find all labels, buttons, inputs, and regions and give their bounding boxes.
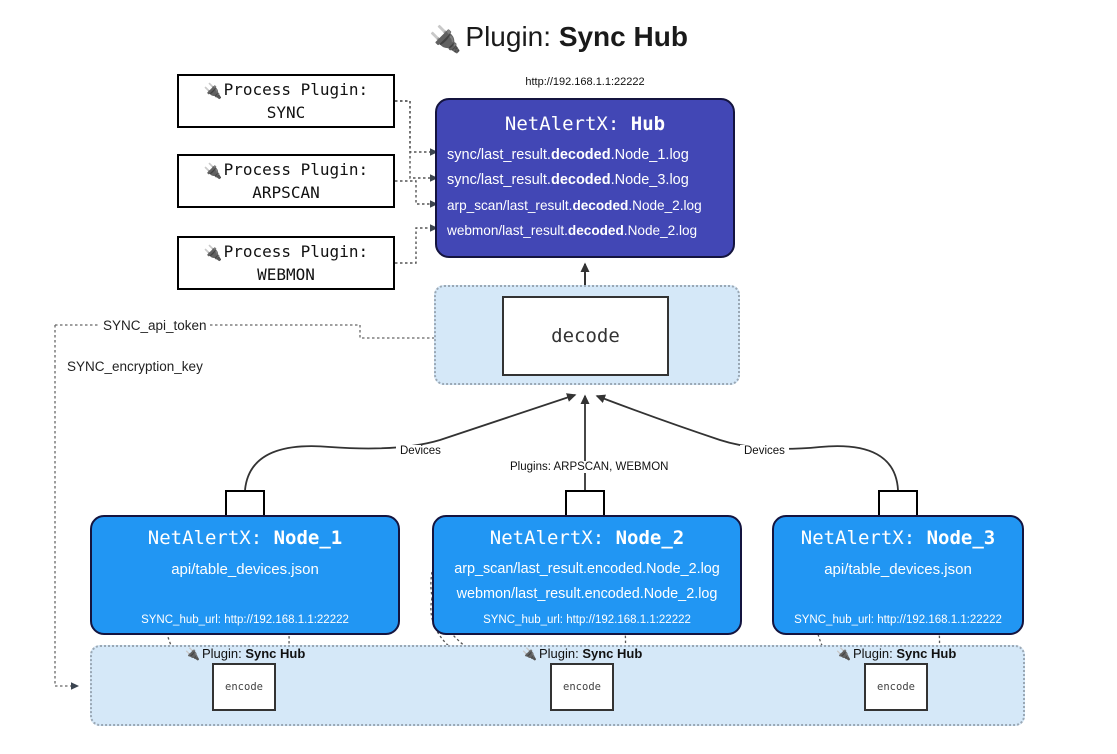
node-file-line: api/table_devices.json bbox=[171, 561, 319, 578]
page-title: 🔌Plugin: Sync Hub bbox=[0, 16, 1117, 60]
node-box-node-3[interactable]: NetAlertX: Node_3 api/table_devices.json… bbox=[772, 515, 1024, 635]
hub-log-pre: sync/last_result. bbox=[447, 147, 551, 163]
hub-log-line: webmon/last_result.decoded.Node_2.log bbox=[447, 218, 733, 243]
node-title-prefix: NetAlertX: bbox=[800, 527, 927, 549]
hub-log-post: .Node_1.log bbox=[610, 147, 689, 163]
process-plugin-webmon-line1: Process Plugin: bbox=[223, 241, 369, 261]
plug-icon: 🔌 bbox=[203, 243, 223, 262]
process-plugin-sync-line1: Process Plugin: bbox=[223, 79, 369, 99]
process-plugin-arpscan[interactable]: 🔌Process Plugin: ARPSCAN bbox=[177, 154, 395, 208]
plug-icon: 🔌 bbox=[522, 647, 537, 661]
process-plugin-webmon[interactable]: 🔌Process Plugin: WEBMON bbox=[177, 236, 395, 290]
node-file-line: webmon/last_result.encoded.Node_2.log bbox=[456, 586, 718, 602]
encode-box-node-3[interactable]: encode bbox=[864, 663, 928, 711]
hub-log-post: .Node_2.log bbox=[628, 198, 702, 213]
edge-label-devices-right: Devices bbox=[740, 445, 789, 457]
hub-log-bold: decoded bbox=[567, 223, 624, 238]
hub-log-bold: decoded bbox=[550, 147, 611, 163]
plugin-label-prefix: Plugin: bbox=[538, 646, 583, 661]
hub-log-pre: arp_scan/last_result. bbox=[447, 198, 573, 213]
hub-title: NetAlertX: Hub bbox=[437, 113, 733, 135]
hub-log-post: .Node_3.log bbox=[610, 172, 689, 188]
plugin-label-name: Sync Hub bbox=[245, 646, 306, 661]
node-file-line: api/table_devices.json bbox=[824, 561, 972, 578]
edge-label-plugins: Plugins: ARPSCAN, WEBMON bbox=[506, 461, 673, 473]
hub-title-name: Hub bbox=[630, 113, 666, 135]
process-plugin-sync-line2: SYNC bbox=[266, 102, 306, 122]
plugin-label-node-3: 🔌Plugin: Sync Hub bbox=[836, 646, 956, 661]
page-title-name: Sync Hub bbox=[558, 21, 688, 52]
hub-log-bold: decoded bbox=[550, 172, 611, 188]
node-title: NetAlertX: Node_2 bbox=[434, 527, 740, 549]
node-file-list: arp_scan/last_result.encoded.Node_2.log … bbox=[434, 557, 740, 607]
process-plugin-webmon-line2: WEBMON bbox=[257, 264, 315, 284]
page-title-prefix: Plugin: bbox=[465, 21, 559, 52]
encode-box-node-2[interactable]: encode bbox=[550, 663, 614, 711]
node-box-node-1[interactable]: NetAlertX: Node_1 api/table_devices.json… bbox=[90, 515, 400, 635]
node-title: NetAlertX: Node_3 bbox=[774, 527, 1022, 549]
node-title-prefix: NetAlertX: bbox=[147, 527, 274, 549]
plug-icon: 🔌 bbox=[203, 81, 223, 100]
decode-box[interactable]: decode bbox=[502, 296, 669, 376]
plug-icon: 🔌 bbox=[185, 647, 200, 661]
plugin-label-name: Sync Hub bbox=[896, 646, 957, 661]
process-plugin-arpscan-line1: Process Plugin: bbox=[223, 159, 369, 179]
plug-icon: 🔌 bbox=[429, 24, 462, 54]
plugin-label-node-2: 🔌Plugin: Sync Hub bbox=[522, 646, 642, 661]
hub-log-line: arp_scan/last_result.decoded.Node_2.log bbox=[447, 193, 733, 218]
node-box-node-2[interactable]: NetAlertX: Node_2 arp_scan/last_result.e… bbox=[432, 515, 742, 635]
plugin-label-prefix: Plugin: bbox=[852, 646, 897, 661]
hub-title-prefix: NetAlertX: bbox=[504, 113, 631, 135]
hub-log-post: .Node_2.log bbox=[623, 223, 698, 238]
plugin-label-name: Sync Hub bbox=[582, 646, 643, 661]
hub-log-list: sync/last_result.decoded.Node_1.log sync… bbox=[437, 143, 733, 243]
hub-url-label: http://192.168.1.1:22222 bbox=[525, 76, 645, 88]
hub-log-pre: webmon/last_result. bbox=[447, 223, 568, 238]
node-file-list: api/table_devices.json bbox=[92, 557, 398, 583]
sync-api-token-label: SYNC_api_token bbox=[100, 318, 210, 333]
plug-icon: 🔌 bbox=[203, 161, 223, 180]
node-hub-url: SYNC_hub_url: http://192.168.1.1:22222 bbox=[141, 614, 349, 626]
process-plugin-arpscan-line2: ARPSCAN bbox=[252, 182, 320, 202]
node-title-prefix: NetAlertX: bbox=[489, 527, 616, 549]
edge-label-devices-left: Devices bbox=[396, 445, 445, 457]
hub-log-pre: sync/last_result. bbox=[447, 172, 551, 188]
plugin-label-node-1: 🔌Plugin: Sync Hub bbox=[185, 646, 305, 661]
node-file-list: api/table_devices.json bbox=[774, 557, 1022, 583]
process-plugin-sync[interactable]: 🔌Process Plugin: SYNC bbox=[177, 74, 395, 128]
encode-box-node-1[interactable]: encode bbox=[212, 663, 276, 711]
node-title: NetAlertX: Node_1 bbox=[92, 527, 398, 549]
node-title-name: Node_1 bbox=[273, 527, 343, 549]
hub-node-box[interactable]: NetAlertX: Hub sync/last_result.decoded.… bbox=[435, 98, 735, 258]
hub-log-bold: decoded bbox=[572, 198, 629, 213]
node-hub-url: SYNC_hub_url: http://192.168.1.1:22222 bbox=[483, 614, 691, 626]
node-title-name: Node_2 bbox=[615, 527, 685, 549]
plugin-label-prefix: Plugin: bbox=[201, 646, 246, 661]
sync-encryption-key-label: SYNC_encryption_key bbox=[64, 359, 206, 374]
hub-log-line: sync/last_result.decoded.Node_1.log bbox=[447, 143, 733, 168]
hub-log-line: sync/last_result.decoded.Node_3.log bbox=[447, 168, 733, 193]
plug-icon: 🔌 bbox=[836, 647, 851, 661]
node-hub-url: SYNC_hub_url: http://192.168.1.1:22222 bbox=[794, 614, 1002, 626]
node-file-line: arp_scan/last_result.encoded.Node_2.log bbox=[454, 561, 720, 577]
node-title-name: Node_3 bbox=[926, 527, 996, 549]
